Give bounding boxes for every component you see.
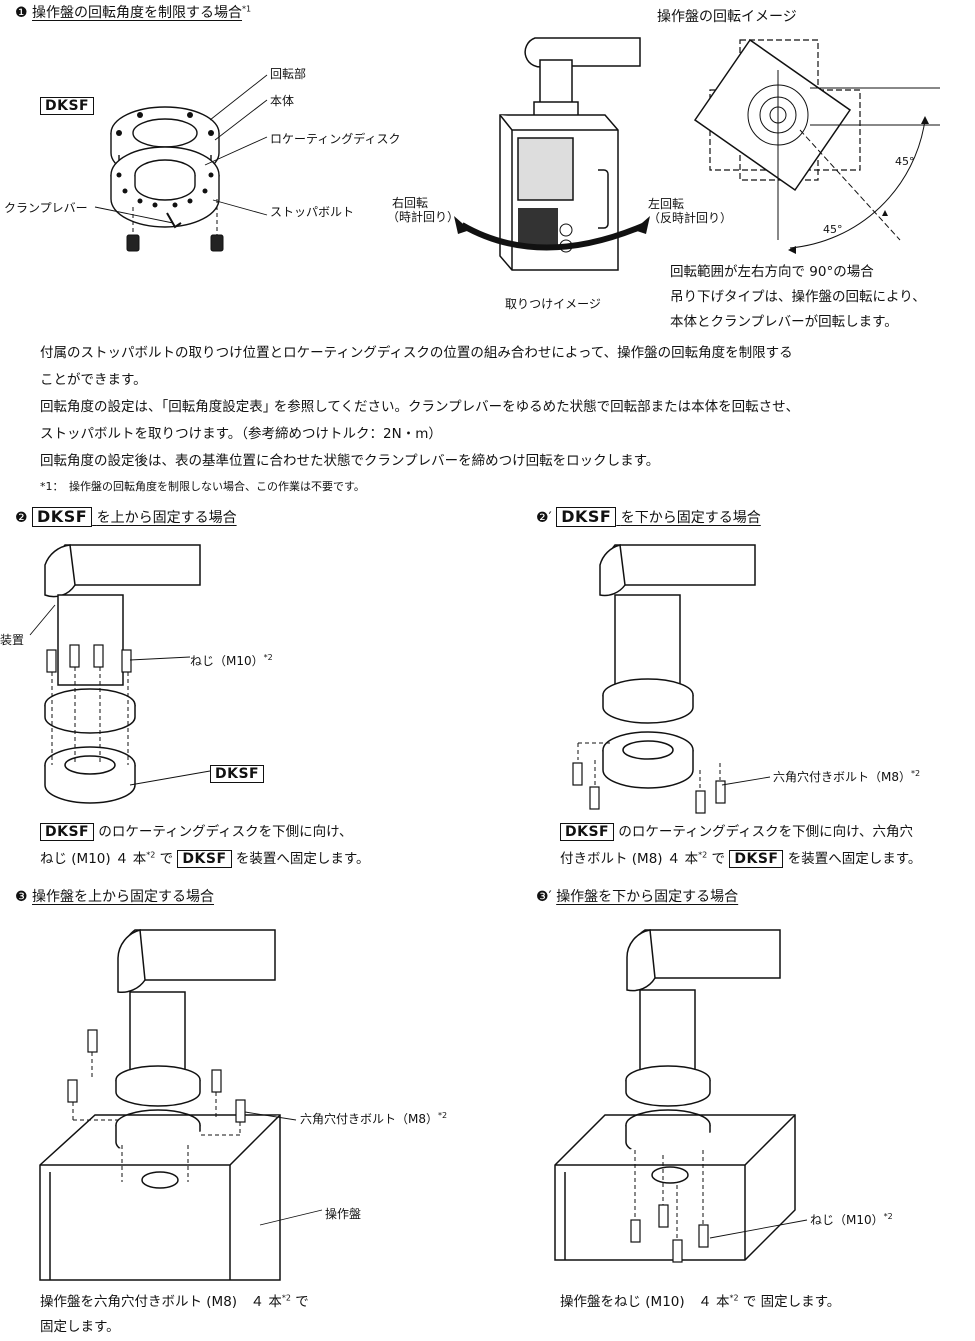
label-clamp-lever: クランプレバー bbox=[4, 201, 88, 215]
rotation-caption-line1: 回転範囲が左右方向で 90°の場合 bbox=[670, 264, 874, 280]
body-text-line4: ストッパボルトを取りつけます。（参考締めつけトルク：2N・m） bbox=[40, 426, 442, 442]
angle-label-upper: 45° bbox=[895, 155, 915, 168]
label-device: 装置 bbox=[0, 633, 25, 647]
section1-title: 操作盤の回転角度を制限する場合 bbox=[32, 5, 243, 21]
body-text-line1: 付属のストッパボルトの取りつけ位置とロケーティングディスクの位置の組み合わせによ… bbox=[40, 345, 793, 361]
label-screw-m10-3b: ねじ（M10）*2 bbox=[810, 1212, 893, 1228]
footnote-1: *1： 操作盤の回転角度を制限しない場合、この作業は不要です。 bbox=[40, 480, 365, 493]
rotation-caption-line3: 本体とクランプレバーが回転します。 bbox=[670, 314, 898, 330]
section1-heading: ❶ 操作盤の回転角度を制限する場合*1 bbox=[15, 4, 251, 22]
section3b-caption-line1: 操作盤をねじ (M10) ４ 本*2 で 固定します。 bbox=[560, 1293, 841, 1310]
section3-heading: ❸ 操作盤を上から固定する場合 bbox=[15, 889, 215, 905]
rotate-left-label: 左回転 （反時計回り） bbox=[648, 197, 733, 225]
body-text-line3: 回転角度の設定は、｢回転角度設定表｣ を参照してください。クランプレバーをゆるめ… bbox=[40, 399, 800, 415]
section2b-heading: ❷′ DKSF を下から固定する場合 bbox=[536, 507, 761, 527]
label-rotating-part: 回転部 bbox=[270, 67, 307, 81]
section1-title-note: *1 bbox=[242, 4, 252, 14]
rotation-caption-line2: 吊り下げタイプは、操作盤の回転により、 bbox=[670, 289, 926, 305]
angle-label-lower: 45° bbox=[823, 223, 843, 236]
body-text-line2: ことができます。 bbox=[40, 372, 147, 388]
rotation-top-view-diagram bbox=[693, 38, 940, 254]
pendant-mount-image bbox=[454, 37, 650, 271]
section2-figure bbox=[29, 544, 211, 804]
mount-image-caption: 取りつけイメージ bbox=[505, 297, 601, 311]
section2b-title: を下から固定する場合 bbox=[620, 510, 761, 526]
section2-caption-line1: DKSF のロケーティングディスクを下側に向け、 bbox=[40, 822, 353, 842]
section2b-caption-line1: DKSF のロケーティングディスクを下側に向け、六角穴 bbox=[560, 822, 913, 842]
body-text-line5: 回転角度の設定後は、表の基準位置に合わせた状態でクランプレバーを締めつけ回転をロ… bbox=[40, 453, 660, 469]
section2-heading: ❷ DKSF を上から固定する場合 bbox=[15, 507, 237, 527]
label-stopper-bolt: ストッパボルト bbox=[270, 205, 355, 219]
section3-caption-line2: 固定します。 bbox=[40, 1319, 120, 1335]
rotate-right-label: 右回転 （時計回り） bbox=[387, 196, 460, 224]
rotation-image-title: 操作盤の回転イメージ bbox=[657, 9, 797, 25]
label-body: 本体 bbox=[270, 94, 295, 108]
label-screw-m10: ねじ（M10）*2 bbox=[190, 653, 273, 669]
label-operation-panel: 操作盤 bbox=[325, 1207, 362, 1221]
section2-tag: DKSF bbox=[32, 507, 93, 527]
section3-caption-line1: 操作盤を六角穴付きボルト (M8) ４ 本*2 で bbox=[40, 1293, 309, 1310]
section2-title: を上から固定する場合 bbox=[96, 510, 237, 526]
section3b-title: 操作盤を下から固定する場合 bbox=[556, 889, 739, 905]
dksf-rotation-unit-figure bbox=[94, 74, 268, 252]
section1-dksf-tag: DKSF bbox=[40, 95, 95, 115]
section3b-figure bbox=[554, 929, 808, 1263]
section3-figure bbox=[39, 929, 323, 1281]
section3b-heading: ❸′ 操作盤を下から固定する場合 bbox=[536, 889, 739, 905]
section2b-tag: DKSF bbox=[556, 507, 617, 527]
section2-figure-tag: DKSF bbox=[210, 763, 265, 783]
label-hex-bolt-m8-2b: 六角穴付きボルト（M8）*2 bbox=[773, 769, 921, 785]
section3-title: 操作盤を上から固定する場合 bbox=[32, 889, 215, 905]
label-hex-bolt-m8-3: 六角穴付きボルト（M8）*2 bbox=[300, 1111, 448, 1127]
section2b-figure bbox=[572, 544, 771, 814]
label-locating-disc: ロケーティングディスク bbox=[270, 132, 401, 146]
section2-caption-line2: ねじ (M10) ４ 本*2 で DKSF を装置へ固定します。 bbox=[40, 850, 370, 868]
section1-number: ❶ bbox=[15, 5, 28, 21]
section2b-caption-line2: 付きボルト (M8) ４ 本*2 で DKSF を装置へ固定します。 bbox=[560, 850, 922, 868]
